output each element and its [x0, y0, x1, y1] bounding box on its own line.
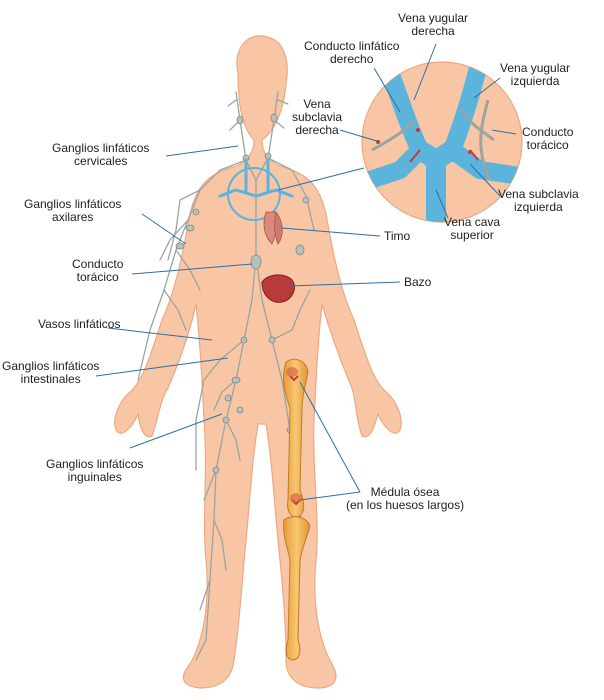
human-body [114, 35, 402, 689]
zoom-source-circle [227, 167, 281, 221]
label-medula-osea: Médula ósea(en los huesos largos) [346, 485, 465, 512]
leader-lines [95, 43, 517, 501]
label-vasos-linfaticos: Vasos linfáticos [38, 317, 121, 331]
spleen [261, 274, 295, 303]
label-timo: Timo [384, 229, 411, 243]
leg-bones [283, 358, 311, 661]
label-bazo: Bazo [404, 275, 432, 289]
thymus [263, 211, 283, 245]
lymph-vessels [137, 91, 315, 661]
body-veins [218, 158, 294, 198]
inset-zoom [361, 61, 523, 223]
zoom-connector [277, 167, 365, 191]
